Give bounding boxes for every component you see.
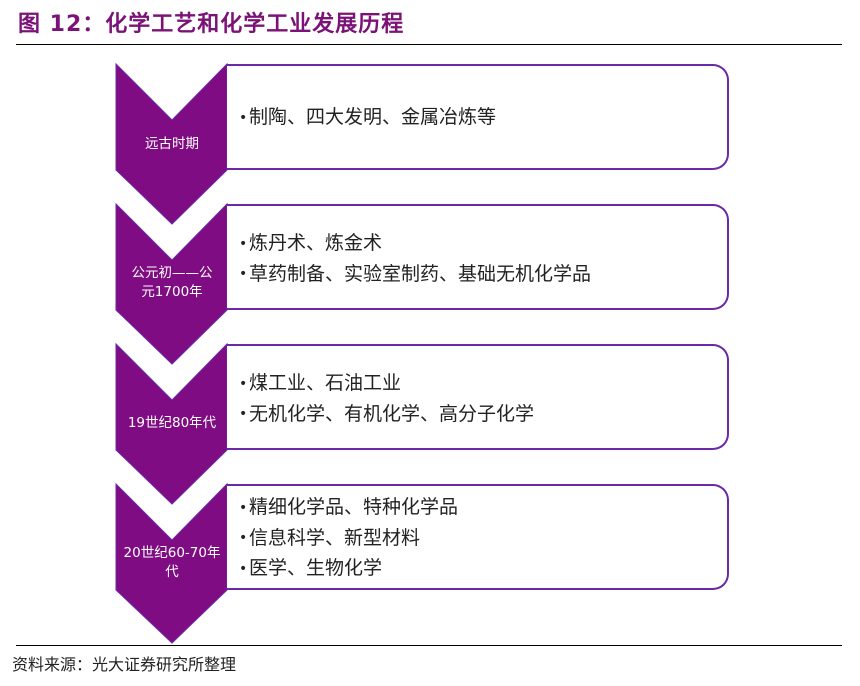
stage-label-4: 20世纪60-70年 代: [110, 544, 234, 582]
chevron-stage-2: [115, 202, 228, 365]
list-item: •信息科学、新型材料: [239, 523, 727, 554]
stage-box-1: •制陶、四大发明、金属冶炼等: [227, 64, 729, 170]
stage-label-line: 元1700年: [141, 284, 203, 300]
bullet-icon: •: [239, 109, 248, 126]
source-divider: [16, 645, 842, 646]
stage-label-line: 远古时期: [145, 136, 199, 152]
title-divider: [16, 44, 842, 45]
stage-box-4: •精细化学品、特种化学品 •信息科学、新型材料 •医学、生物化学: [227, 484, 729, 590]
item-text: 无机化学、有机化学、高分子化学: [249, 402, 535, 425]
chevron-stage-1: [115, 62, 228, 225]
stage-label-line: 19世纪80年代: [127, 415, 217, 431]
stage-item-list: •炼丹术、炼金术 •草药制备、实验室制药、基础无机化学品: [227, 228, 727, 289]
stage-item-list: •煤工业、石油工业 •无机化学、有机化学、高分子化学: [227, 368, 727, 429]
item-text: 信息科学、新型材料: [249, 526, 421, 549]
list-item: •制陶、四大发明、金属冶炼等: [239, 102, 727, 133]
stage-box-3: •煤工业、石油工业 •无机化学、有机化学、高分子化学: [227, 344, 729, 450]
bullet-icon: •: [239, 266, 248, 282]
stage-label-3: 19世纪80年代: [110, 414, 234, 433]
item-text: 炼丹术、炼金术: [249, 232, 383, 254]
list-item: •炼丹术、炼金术: [239, 228, 727, 259]
bullet-icon: •: [239, 375, 248, 392]
stage-item-list: •制陶、四大发明、金属冶炼等: [227, 102, 727, 133]
bullet-icon: •: [239, 235, 248, 252]
stage-box-2: •炼丹术、炼金术 •草药制备、实验室制药、基础无机化学品: [227, 204, 729, 310]
list-item: •精细化学品、特种化学品: [239, 492, 727, 523]
item-text: 草药制备、实验室制药、基础无机化学品: [249, 262, 592, 285]
item-text: 医学、生物化学: [249, 557, 383, 579]
stage-label-2: 公元初——公 元1700年: [110, 264, 234, 302]
item-text: 制陶、四大发明、金属冶炼等: [249, 106, 497, 128]
stage-label-line: 20世纪60-70年: [123, 545, 221, 561]
bullet-icon: •: [239, 406, 248, 422]
bullet-icon: •: [239, 560, 248, 577]
figure-title: 图 12：化学工艺和化学工业发展历程: [18, 12, 405, 37]
source-note: 资料来源：光大证券研究所整理: [12, 655, 237, 674]
list-item: •医学、生物化学: [239, 553, 727, 584]
bullet-icon: •: [239, 530, 248, 546]
item-text: 煤工业、石油工业: [249, 372, 402, 394]
stage-item-list: •精细化学品、特种化学品 •信息科学、新型材料 •医学、生物化学: [227, 492, 727, 584]
stage-label-line: 代: [165, 564, 179, 580]
chevron-stage-4: [115, 482, 228, 644]
bullet-icon: •: [239, 499, 248, 516]
list-item: •煤工业、石油工业: [239, 368, 727, 399]
list-item: •草药制备、实验室制药、基础无机化学品: [239, 259, 727, 290]
stage-label-1: 远古时期: [110, 135, 234, 154]
chevron-stage-3: [115, 342, 228, 505]
item-text: 精细化学品、特种化学品: [249, 496, 459, 518]
stage-label-line: 公元初——公: [131, 265, 213, 281]
list-item: •无机化学、有机化学、高分子化学: [239, 399, 727, 430]
